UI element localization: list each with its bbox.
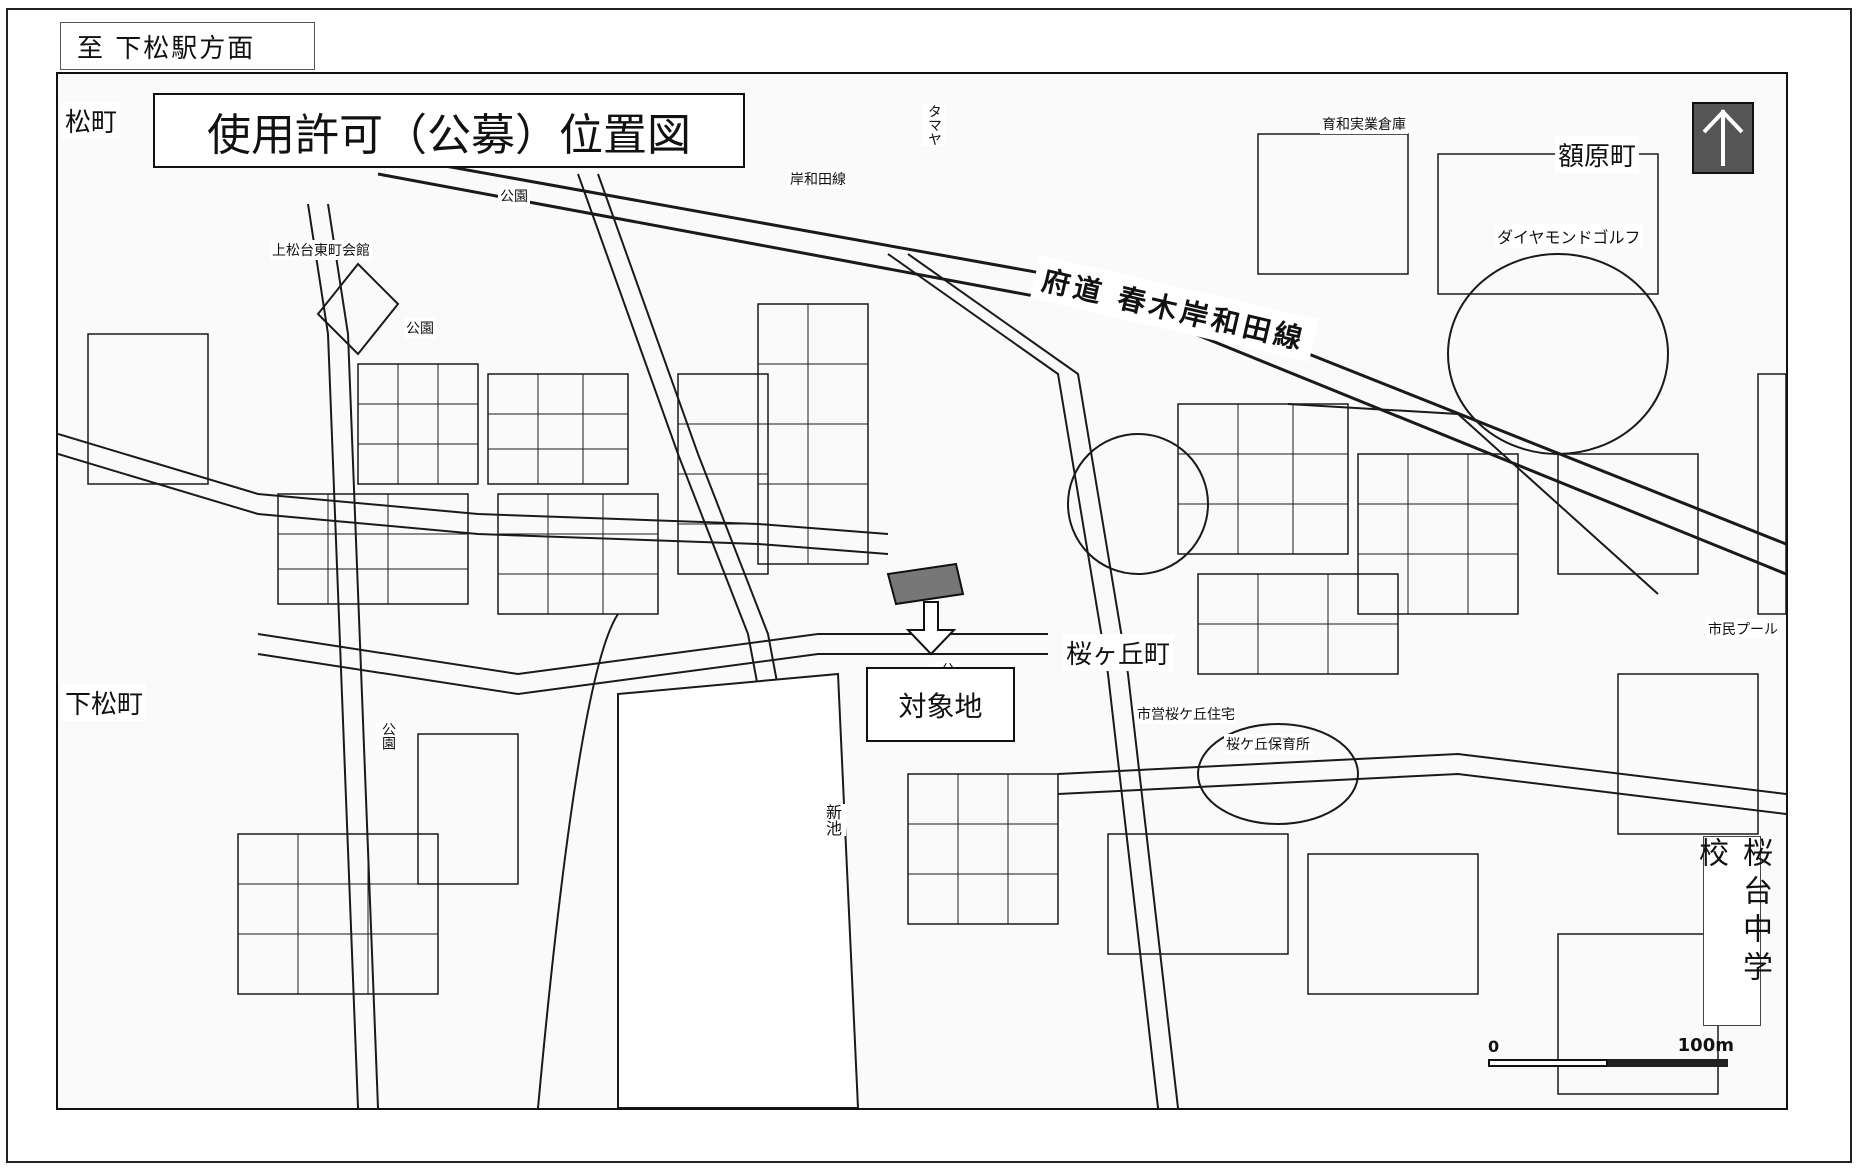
label-nursery: 桜ケ丘保育所 — [1224, 734, 1312, 754]
town-nukahara: 額原町 — [1555, 136, 1640, 173]
label-road-small: 岸和田線 — [788, 169, 848, 189]
target-parcel — [886, 562, 965, 606]
label-pool: 市民プール — [1706, 619, 1780, 639]
scale-end: 100m — [1677, 1035, 1734, 1056]
label-warehouse: 育和実業倉庫 — [1320, 114, 1408, 134]
town-shimomatsu-left: 下松町 — [62, 684, 147, 721]
town-sakuragaoka: 桜ヶ丘町 — [1063, 634, 1174, 671]
label-housing: 市営桜ケ丘住宅 — [1135, 704, 1237, 724]
target-arrow-icon — [905, 601, 957, 656]
label-park-1: 公園 — [498, 186, 530, 206]
school-label: 桜台中学校 — [1693, 836, 1772, 1026]
street-map-svg — [58, 133, 1786, 1108]
map-title: 使用許可（公募）位置図 — [153, 93, 745, 168]
label-park-4: 公園 — [376, 722, 400, 750]
scale-start: 0 — [1488, 1037, 1500, 1056]
scale-bar: 0 100m — [1488, 1035, 1734, 1073]
label-pond: 新池 — [818, 804, 846, 836]
direction-label: 至 下松駅方面 — [60, 22, 315, 70]
label-tamaya: タマヤ — [922, 104, 946, 146]
town-shimomatsu-top: 松町 — [62, 102, 121, 139]
map-canvas: 上松台東町会館 ダイヤモンドゴルフ 育和実業倉庫 市営桜ケ丘住宅 桜ケ丘保育所 … — [56, 72, 1788, 1110]
north-arrow-icon — [1692, 102, 1754, 174]
target-label: 対象地 — [866, 667, 1015, 742]
label-kamimatsudai-hall: 上松台東町会館 — [270, 240, 372, 260]
label-diamond-golf: ダイヤモンドゴルフ — [1495, 224, 1643, 248]
label-park-2: 公園 — [404, 318, 436, 338]
